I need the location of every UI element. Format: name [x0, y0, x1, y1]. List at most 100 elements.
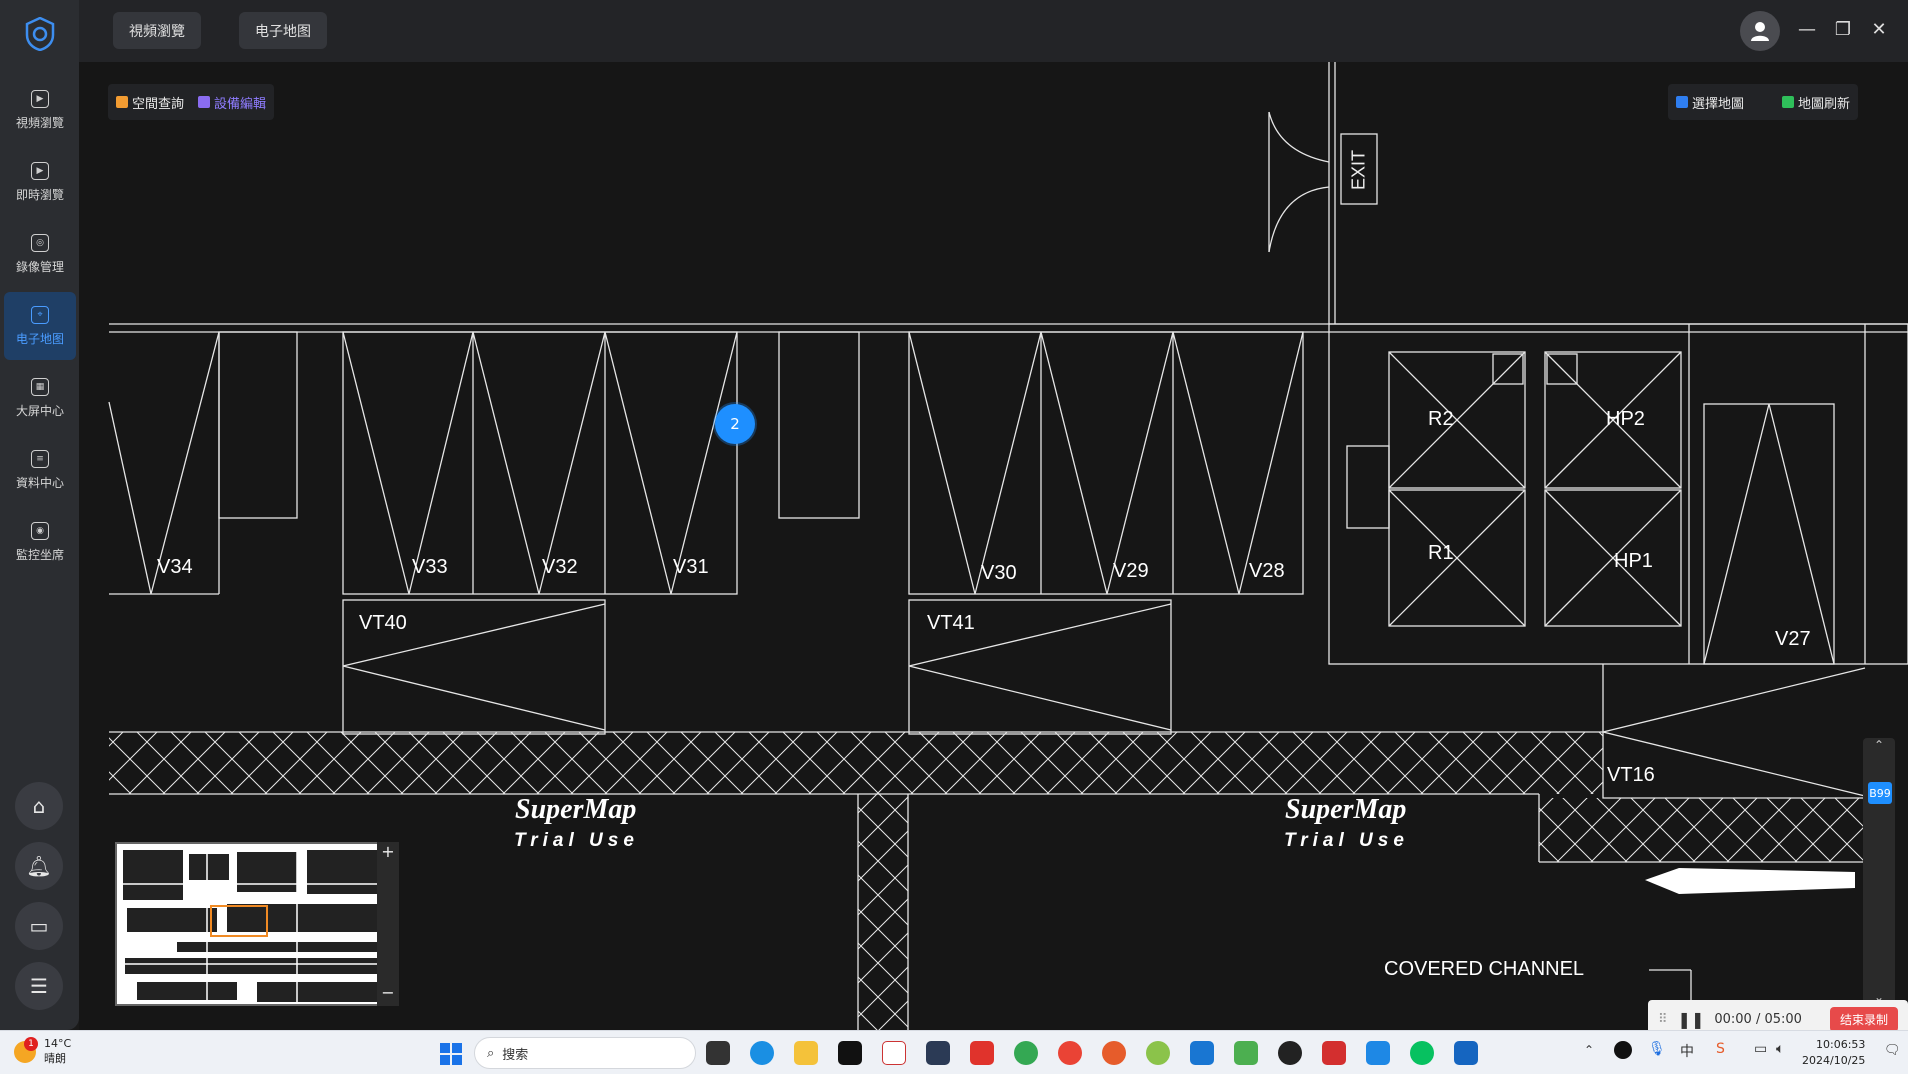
monitor-icon: ▭ — [29, 914, 49, 938]
feishu-icon[interactable] — [1190, 1041, 1214, 1065]
map-canvas[interactable]: EXIT R2 R1 HP2 HP1 V34 V33 V32 V31 V30 V… — [79, 62, 1908, 1030]
drag-handle-icon[interactable]: ⠿ — [1658, 1011, 1668, 1027]
sidebar-item-data-center[interactable]: ≡ 資料中心 — [4, 436, 76, 504]
money-app-icon[interactable] — [1234, 1041, 1258, 1065]
chrome-icon[interactable] — [1014, 1041, 1038, 1065]
close-button[interactable]: ✕ — [1871, 18, 1887, 40]
supermap-watermark: SuperMap — [1285, 794, 1407, 825]
chevron-up-icon[interactable]: ⌃ — [1873, 738, 1885, 752]
sun-icon: 1 — [14, 1036, 38, 1063]
search-placeholder: 搜索 — [502, 1047, 529, 1063]
sidebar-item-label: 監控坐席 — [15, 547, 64, 562]
bell-icon: 🔔︎ — [26, 854, 52, 878]
tool-label: 選擇地圖 — [1692, 96, 1745, 112]
tab-label: 电子地图 — [255, 23, 311, 40]
restore-button[interactable]: ❐ — [1834, 18, 1852, 40]
user-avatar[interactable] — [1740, 11, 1780, 51]
overview-minimap[interactable] — [115, 842, 395, 1006]
headset-icon: ◉ — [31, 521, 49, 540]
space-label-r2: R2 — [1428, 408, 1454, 430]
sidebar-item-live-browse[interactable]: ▶ 即時瀏覽 — [4, 148, 76, 216]
cat-app-icon[interactable] — [926, 1041, 950, 1065]
edge-icon[interactable] — [750, 1041, 774, 1065]
volume-icon[interactable]: 🔈︎ — [1776, 1041, 1785, 1057]
qq-icon[interactable] — [1614, 1041, 1632, 1059]
minimap-image — [117, 844, 393, 1004]
dingtalk-icon[interactable] — [1366, 1041, 1390, 1065]
tab-electronic-map[interactable]: 电子地图 — [239, 12, 327, 49]
file-explorer-icon[interactable] — [794, 1041, 818, 1065]
taskbar-search[interactable]: ⌕ 搜索 — [474, 1037, 696, 1069]
taskbar-clock[interactable]: 10:06:53 2024/10/25 — [1802, 1037, 1865, 1069]
obs-icon[interactable] — [1278, 1041, 1302, 1065]
tray-chevron-icon[interactable]: ⌃ — [1584, 1043, 1595, 1057]
space-label-hp2: HP2 — [1606, 408, 1645, 430]
select-map-button[interactable]: 選擇地圖 — [1676, 93, 1744, 112]
map-refresh-button[interactable]: 地圖刷新 — [1782, 93, 1850, 112]
wechat-icon[interactable] — [1410, 1041, 1434, 1065]
menu-button[interactable]: ☰ — [15, 962, 63, 1010]
refresh-icon — [1782, 96, 1795, 108]
space-label-v29: V29 — [1113, 560, 1149, 582]
webstorm-icon[interactable] — [838, 1041, 862, 1065]
sidebar-item-big-screen[interactable]: ▦ 大屏中心 — [4, 364, 76, 432]
trial-use-watermark: Trial Use — [514, 830, 639, 851]
sidebar-item-recording-management[interactable]: ◎ 錄像管理 — [4, 220, 76, 288]
browser-icon[interactable] — [1102, 1041, 1126, 1065]
wps-icon[interactable] — [1322, 1041, 1346, 1065]
sidebar: ▶ 視頻瀏覽 ▶ 即時瀏覽 ◎ 錄像管理 ⌖ 电子地图 ▦ 大屏中心 ≡ 資料中… — [0, 0, 79, 1030]
sidebar-item-label: 电子地图 — [15, 331, 64, 346]
screen-button[interactable]: ▭ — [15, 902, 63, 950]
map-icon — [1676, 96, 1688, 108]
spatial-query-button[interactable]: 空間查詢 — [116, 93, 184, 112]
document-icon: ≡ — [31, 449, 49, 468]
query-icon — [116, 96, 128, 108]
chrome-icon[interactable] — [1058, 1041, 1082, 1065]
pause-icon[interactable]: ❚❚ — [1677, 1009, 1705, 1029]
space-label-vt16: VT16 — [1607, 764, 1655, 786]
app-shield-icon[interactable] — [1454, 1041, 1478, 1065]
space-label-hp1: HP1 — [1614, 550, 1653, 572]
chevron-down-icon[interactable]: ⌄ — [1873, 990, 1885, 1004]
floor-badge[interactable]: B99 — [1868, 782, 1892, 804]
wps-icon[interactable] — [970, 1041, 994, 1065]
map-tools-right: 選擇地圖 地圖刷新 — [1668, 84, 1859, 120]
windows-start-icon[interactable] — [440, 1043, 462, 1065]
sidebar-item-monitor-seat[interactable]: ◉ 監控坐席 — [4, 508, 76, 576]
tab-video-browse[interactable]: 視頻瀏覽 — [113, 12, 201, 49]
device-edit-button[interactable]: 設備編輯 — [198, 93, 266, 112]
notification-icon[interactable]: 🗨︎ — [1884, 1043, 1901, 1058]
weather-alert-badge: 1 — [24, 1036, 38, 1051]
floor-selector[interactable]: ⌃ ⌄ — [1863, 738, 1895, 1004]
supermap-watermark: SuperMap — [515, 794, 637, 825]
weather-widget[interactable]: 1 14°C 晴朗 — [14, 1036, 72, 1066]
marker-count: 2 — [730, 415, 740, 433]
sidebar-item-video-browse[interactable]: ▶ 視頻瀏覽 — [4, 76, 76, 144]
sidebar-item-electronic-map[interactable]: ⌖ 电子地图 — [4, 292, 76, 360]
task-view-icon[interactable] — [706, 1041, 730, 1065]
search-icon: ⌕ — [487, 1045, 495, 1061]
pdf-icon[interactable] — [882, 1041, 906, 1065]
taskbar: 1 14°C 晴朗 ⌕ 搜索 ⌃ 🎙︎ 中 S ▭ 🔈︎ 10:06:53 20… — [0, 1030, 1908, 1074]
minimap-zoom-bar: + − — [377, 842, 399, 1006]
device-marker[interactable]: 2 — [715, 404, 755, 444]
home-button[interactable]: ⌂ — [15, 782, 63, 830]
space-label-vt41: VT41 — [927, 612, 975, 634]
minimap-zoom-in[interactable]: + — [381, 842, 395, 861]
weather-temp: 14°C — [44, 1037, 72, 1050]
network-icon[interactable]: ▭ — [1754, 1041, 1768, 1057]
sogou-icon[interactable]: S — [1716, 1041, 1725, 1057]
microphone-icon[interactable]: 🎙︎ — [1648, 1041, 1666, 1057]
ime-icon[interactable]: 中 — [1680, 1044, 1694, 1060]
green-app-icon[interactable] — [1146, 1041, 1170, 1065]
minimize-button[interactable]: — — [1798, 18, 1816, 40]
minimap-zoom-out[interactable]: − — [381, 983, 395, 1002]
space-label-v31: V31 — [673, 556, 709, 578]
exit-label: EXIT — [1348, 150, 1369, 191]
sidebar-item-label: 視頻瀏覽 — [15, 115, 64, 130]
stop-recording-button[interactable]: 结束录制 — [1829, 1006, 1898, 1032]
minimap-collapse-icon[interactable]: › — [119, 986, 124, 1000]
notifications-button[interactable]: 🔔︎ — [15, 842, 63, 890]
recording-time: 00:00 / 05:00 — [1714, 1011, 1802, 1027]
menu-icon: ☰ — [30, 974, 48, 998]
